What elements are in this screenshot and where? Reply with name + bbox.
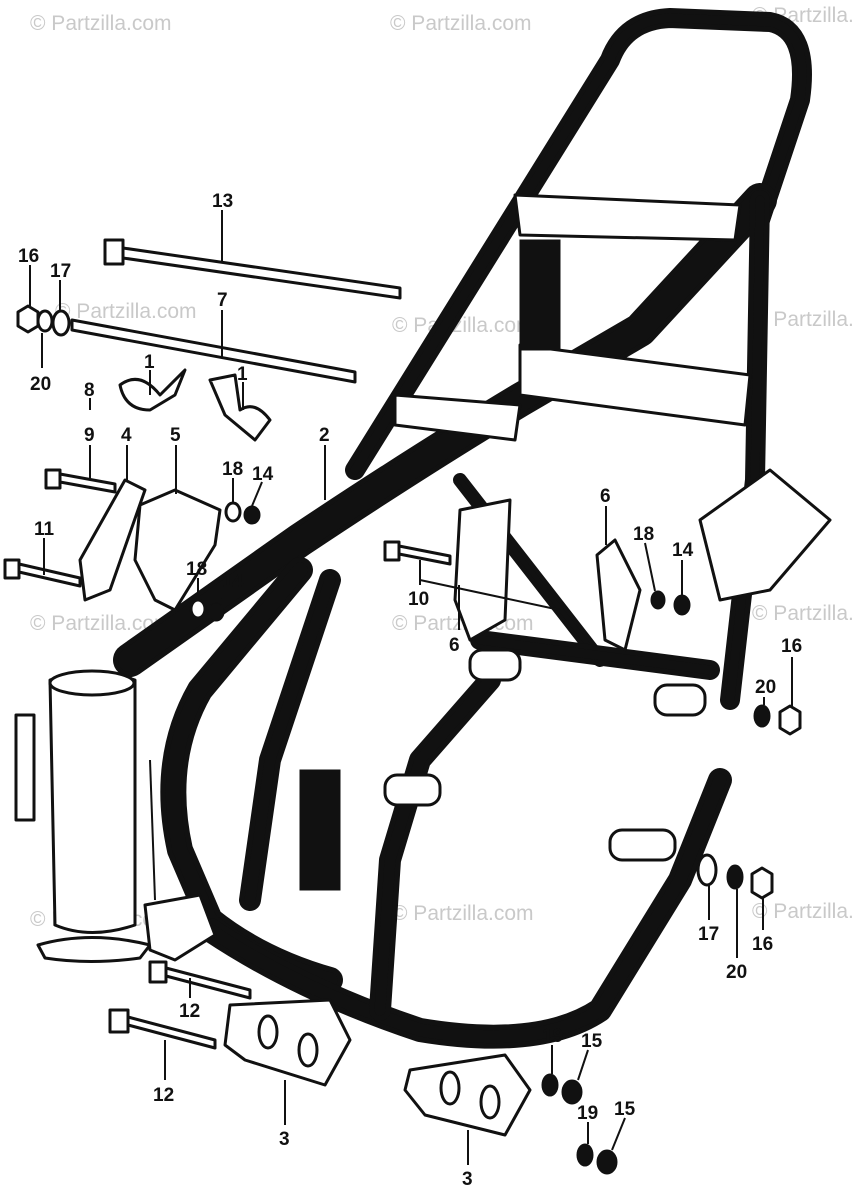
watermark: © Partzilla.com — [392, 902, 534, 925]
callout-5: 5 — [170, 425, 181, 446]
callout-1: 1 — [144, 352, 155, 373]
callout-18: 18 — [186, 559, 207, 580]
callout-14: 14 — [252, 464, 274, 485]
callout-12: 12 — [179, 1001, 200, 1022]
motorcycle-frame — [14, 8, 832, 1049]
callout-2: 2 — [319, 425, 330, 446]
callout-16: 16 — [752, 934, 773, 955]
watermark: © Partzilla.com — [752, 900, 854, 923]
callout-15: 15 — [614, 1099, 636, 1120]
callout-20: 20 — [30, 374, 51, 395]
watermark: © Partzilla.com — [752, 602, 854, 625]
watermark: © Partzilla.com — [55, 300, 197, 323]
callout-14: 14 — [222, 571, 244, 592]
callout-20: 20 — [755, 677, 776, 698]
callout-3: 3 — [279, 1129, 290, 1150]
watermark: © Partzilla.com — [752, 308, 854, 331]
callout-11: 11 — [34, 519, 55, 540]
callout-labels: 13 16 17 7 20 1 1 8 9 4 5 2 18 14 11 18 … — [18, 191, 802, 1190]
callout-18: 18 — [633, 524, 654, 545]
callout-6: 6 — [600, 486, 611, 507]
callout-12: 12 — [153, 1085, 174, 1106]
callout-6: 6 — [449, 635, 460, 656]
callout-3: 3 — [462, 1169, 473, 1190]
callout-16: 16 — [781, 636, 802, 657]
watermark: © Partzilla.com — [30, 612, 172, 635]
callout-14: 14 — [672, 540, 694, 561]
watermark: © Partzilla.com — [30, 12, 172, 35]
callout-13: 13 — [212, 191, 233, 212]
callout-19: 19 — [577, 1103, 598, 1124]
callout-10: 10 — [408, 589, 429, 610]
callout-9: 9 — [84, 425, 95, 446]
callout-1: 1 — [237, 364, 248, 385]
callout-17: 17 — [50, 261, 71, 282]
callout-15: 15 — [581, 1031, 603, 1052]
watermark: © Partzilla.com — [392, 314, 534, 337]
callout-4: 4 — [121, 425, 132, 446]
watermark: © Partzilla.com — [390, 12, 532, 35]
callout-19: 19 — [542, 1026, 563, 1047]
loose-parts — [3, 238, 802, 1175]
callout-8: 8 — [84, 380, 95, 401]
callout-18: 18 — [222, 459, 243, 480]
leader-lines — [29, 210, 793, 1165]
callout-7: 7 — [217, 290, 228, 311]
callout-17: 17 — [698, 924, 719, 945]
callout-16: 16 — [18, 246, 39, 267]
callout-20: 20 — [726, 962, 747, 983]
